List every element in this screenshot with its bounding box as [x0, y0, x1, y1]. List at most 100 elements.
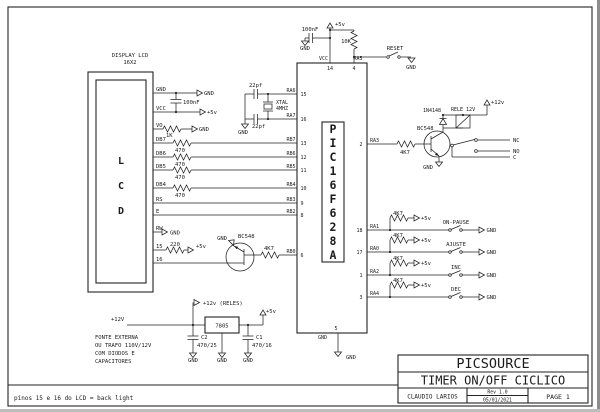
p5v-label: +5v [421, 238, 432, 244]
junction-dot [328, 36, 332, 40]
psu-note-line: OU TRAFO 110V/12V [95, 343, 152, 349]
contact-nc-label: NC [513, 138, 520, 144]
ground-symbol [244, 352, 252, 358]
pin-number: 18 [356, 228, 362, 234]
lcd-pin-rs: RS [156, 197, 163, 203]
ground-symbol [407, 57, 416, 63]
res-label: 220 [170, 242, 180, 248]
reset-label: RESET [387, 46, 404, 52]
res-label: 470 [175, 148, 185, 154]
switch-contact [474, 138, 478, 142]
gnd-label: GND [188, 358, 198, 364]
ground-arrow-icon [196, 89, 203, 97]
chip-char: F [330, 192, 337, 206]
pin-number: 8 [301, 213, 304, 219]
junction-dot [191, 323, 195, 327]
relay-circuit: 4K7 BC548 1N4148 RELE 12V +12v GND NC NO… [367, 99, 520, 171]
capacitor-symbol [170, 99, 182, 104]
ground-arrow-icon [478, 248, 485, 256]
gnd-label: GND [243, 358, 253, 364]
switch-contact [459, 228, 463, 232]
res-label: 1K [166, 133, 173, 139]
gnd-label: GND [199, 127, 209, 133]
switch-contact [459, 295, 463, 299]
gnd-label: GND [238, 130, 248, 136]
res-label: 470 [175, 193, 185, 199]
p5v-label: +5v [421, 261, 432, 267]
footnote: pinos 15 e 16 do LCD = back light [8, 384, 398, 402]
junction-dot [174, 110, 178, 114]
power-arrow-icon [413, 281, 420, 289]
gnd-label: GND [346, 355, 356, 361]
ground-arrow-icon [478, 271, 485, 279]
button-label-on-pause: ON-PAUSE [443, 220, 470, 226]
pin-number: 3 [359, 295, 362, 301]
chip-char: P [330, 122, 337, 136]
gnd-label: GND [406, 65, 416, 71]
junction-dot [461, 113, 465, 117]
power-arrow-icon [413, 214, 420, 222]
port-label: RA1 [370, 224, 379, 230]
res-label: 4K7 [393, 211, 403, 217]
port-label: RA6 [286, 88, 295, 94]
chip-char: 8 [330, 234, 337, 248]
lcd-pin-db5: DB5 [156, 164, 166, 170]
power-arrow-icon [413, 236, 420, 244]
pin-number: 4 [352, 66, 355, 72]
resistor-symbol [172, 139, 192, 147]
ground-symbol [334, 351, 342, 357]
pin-number: 1 [359, 273, 362, 279]
date: 05/01/2021 [483, 398, 512, 404]
pin-number: 6 [301, 253, 304, 259]
lcd-pin-rw: RW [156, 226, 163, 232]
chip-char: 6 [330, 206, 337, 220]
switch-contact [448, 250, 452, 254]
resistor-symbol [172, 153, 192, 161]
capacitor-symbol [187, 335, 199, 340]
capacitor-symbol [308, 32, 313, 44]
psu-note-line: COM DIODOS E [95, 351, 135, 357]
ground-symbol [435, 161, 443, 167]
res-label: 4K7 [400, 150, 410, 156]
junction-dot [174, 91, 178, 95]
pin-number: 13 [301, 141, 307, 147]
ground-arrow-icon [478, 293, 485, 301]
ground-arrow-icon [478, 226, 485, 234]
reset-circuit: +5v 100nF GND 10K RESET GND [300, 22, 416, 71]
lcd-pin-vo: VO [156, 123, 163, 129]
resistor-symbol [350, 30, 358, 50]
title-block: PICSOURCE TIMER ON/OFF CICLICO CLAUDIO L… [397, 354, 589, 404]
ground-symbol [301, 40, 309, 46]
transistor-label: BC548 [238, 234, 255, 240]
p5v-label: +5v [196, 244, 207, 250]
resistor-symbol [172, 184, 192, 192]
ground-arrow-icon [161, 228, 168, 236]
ground-symbol [241, 123, 249, 129]
emitter-arrow [434, 152, 439, 156]
port-label: RB3 [286, 197, 295, 203]
contact-c-label: C [513, 155, 516, 161]
switch-contact [448, 295, 452, 299]
pin-number: 10 [301, 186, 307, 192]
regulator-7805 [204, 316, 240, 334]
cap-label: 22pf [252, 124, 265, 130]
emitter-arrow [234, 246, 239, 250]
pin-number: 12 [301, 155, 307, 161]
res-label: 4K7 [393, 256, 403, 262]
cap-value: 470/16 [252, 343, 272, 349]
pin-number: 17 [356, 250, 362, 256]
transistor-body [423, 130, 451, 158]
gnd-label: GND [487, 250, 497, 256]
port-label: RA3 [370, 138, 379, 144]
power-arrow-icon [193, 299, 200, 306]
cap-ref: C1 [256, 335, 263, 341]
gnd-label: GND [204, 91, 214, 97]
pin-number: 14 [327, 66, 333, 72]
xtal-label: XTAL [276, 100, 288, 106]
ground-symbol [189, 352, 197, 358]
gnd-label: GND [487, 295, 497, 301]
lcd-pin-db7: DB7 [156, 137, 166, 143]
capacitor-symbol [253, 113, 258, 125]
resistor-symbol [162, 125, 182, 133]
power-arrow-icon [199, 108, 206, 116]
